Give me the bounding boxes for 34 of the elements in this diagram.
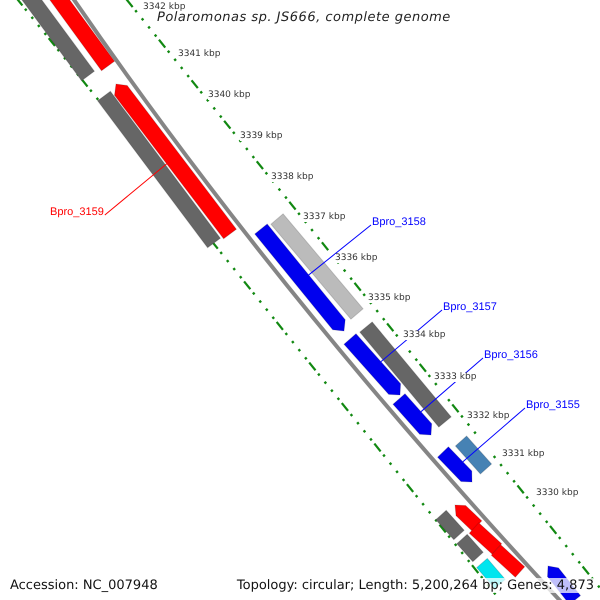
tick-label: 3330 kbp: [536, 489, 578, 498]
tick-label: 3336 kbp: [335, 254, 378, 263]
gene-bar: [46, 0, 116, 72]
gene-label: Bpro_3157: [443, 302, 497, 313]
genome-info-text: Topology: circular; Length: 5,200,264 bp; Genes: 4,873: [234, 578, 596, 593]
tick-label: 3332 kbp: [467, 412, 510, 421]
leader-line: [308, 224, 372, 276]
gene-bar: [18, 0, 96, 82]
gene-bar: [456, 534, 484, 562]
accession-text: Accession: NC_007948: [8, 578, 160, 593]
gene-bar: [436, 446, 472, 483]
gene-bar: [343, 333, 402, 396]
tick-label: 3333 kbp: [434, 373, 476, 382]
gene-bar: [468, 522, 502, 555]
gene-label: Bpro_3159: [50, 207, 104, 218]
gene-label: Bpro_3158: [372, 217, 426, 228]
tick-label: 3342 kbp: [143, 3, 186, 12]
tick-label: 3340 kbp: [208, 91, 250, 100]
tick-label: 3341 kbp: [178, 50, 220, 59]
leader-line: [462, 408, 526, 462]
tick-label: 3339 kbp: [240, 132, 282, 141]
gene-bar: [392, 393, 432, 436]
gene-bar: [454, 435, 492, 475]
tick-label: 3337 kbp: [303, 213, 346, 222]
map-title: Polaromonas sp. JS666, complete genome: [157, 11, 451, 24]
gene-label: Bpro_3156: [484, 350, 538, 361]
gene-bar: [454, 504, 482, 532]
gene-label: Bpro_3155: [526, 400, 580, 411]
tick-label: 3334 kbp: [403, 331, 446, 340]
tick-label: 3338 kbp: [271, 173, 314, 182]
gene-bar: [435, 510, 465, 540]
tick-label: 3335 kbp: [368, 294, 410, 303]
tick-label: 3331 kbp: [502, 450, 544, 459]
leader-line: [104, 163, 168, 216]
